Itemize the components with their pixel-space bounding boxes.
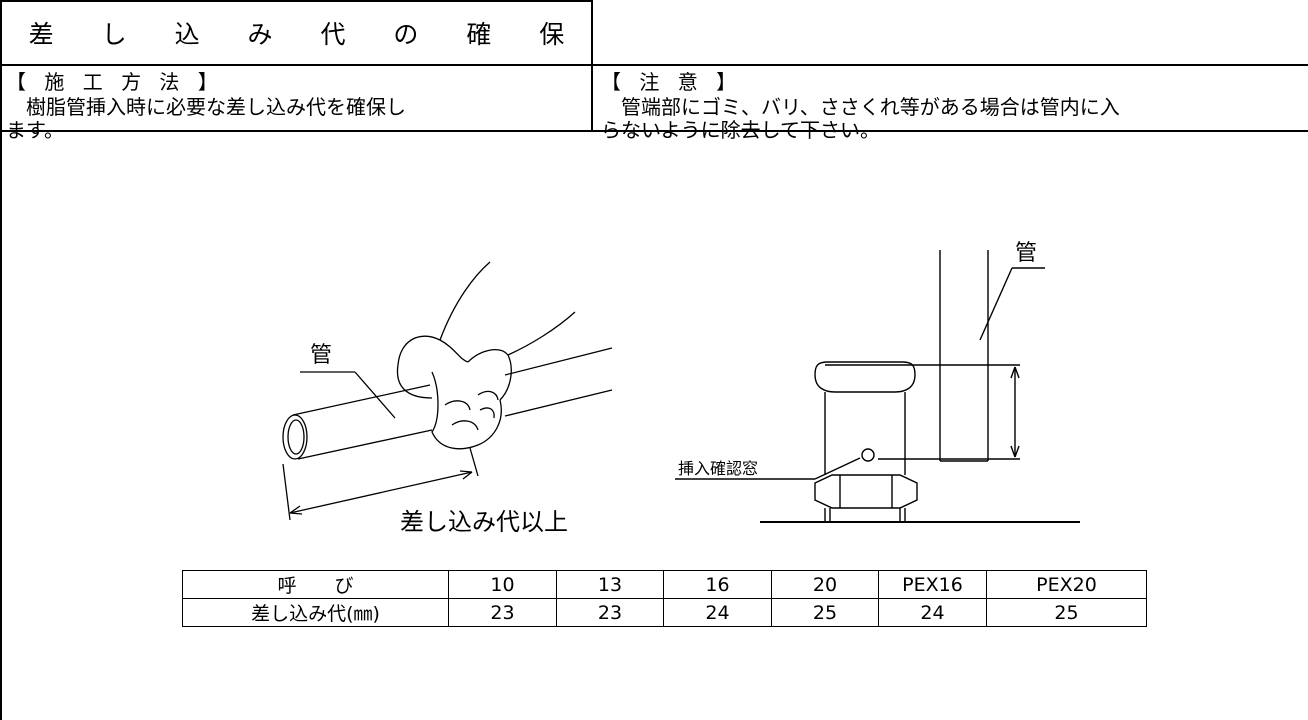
page-title: 差 し 込 み 代 の 確 保 (28, 20, 585, 49)
table-cell: 25 (986, 598, 1147, 627)
table-row: 差し込み代(㎜) 23 23 24 25 24 25 (182, 598, 1147, 627)
table-header-cell: 20 (771, 570, 879, 599)
insertion-depth-label: 差し込み代以上 (400, 508, 568, 536)
divider-top (591, 64, 1308, 66)
table-header-cell: 16 (663, 570, 772, 599)
divider-middle (0, 130, 1308, 132)
table-header-cell: PEX16 (878, 570, 987, 599)
table-header-cell: 10 (448, 570, 557, 599)
table-cell: 差し込み代(㎜) (182, 598, 449, 627)
figure-area (0, 130, 1308, 720)
left-pipe-label: 管 (310, 343, 332, 368)
table-cell: 25 (771, 598, 879, 627)
hand-pipe-illustration (282, 261, 613, 521)
table-cell: 23 (448, 598, 557, 627)
table-header-row: 呼 び 10 13 16 20 PEX16 PEX20 (182, 570, 1147, 599)
table-header-cell: 呼 び (182, 570, 449, 599)
insertion-depth-table: 呼 び 10 13 16 20 PEX16 PEX20 差し込み代(㎜) 23 … (182, 570, 1147, 627)
fitting-illustration (675, 250, 1080, 523)
table-cell: 24 (878, 598, 987, 627)
right-pipe-label: 管 (1015, 241, 1037, 266)
method-line-1: 樹脂管挿入時に必要な差し込み代を確保し (6, 95, 406, 119)
table-cell: 23 (556, 598, 664, 627)
title-cell: 差 し 込 み 代 の 確 保 (0, 0, 593, 66)
table-header-cell: 13 (556, 570, 664, 599)
table-header-cell: PEX20 (986, 570, 1147, 599)
caution-line-1: 管端部にゴミ、バリ、ささくれ等がある場合は管内に入 (601, 95, 1120, 119)
method-heading: 【 施 工 方 法 】 (6, 70, 224, 94)
pipe-inner-ellipse (287, 419, 305, 455)
caution-heading: 【 注 意 】 (601, 70, 743, 94)
table-cell: 24 (663, 598, 772, 627)
check-window-label: 挿入確認窓 (678, 459, 758, 478)
